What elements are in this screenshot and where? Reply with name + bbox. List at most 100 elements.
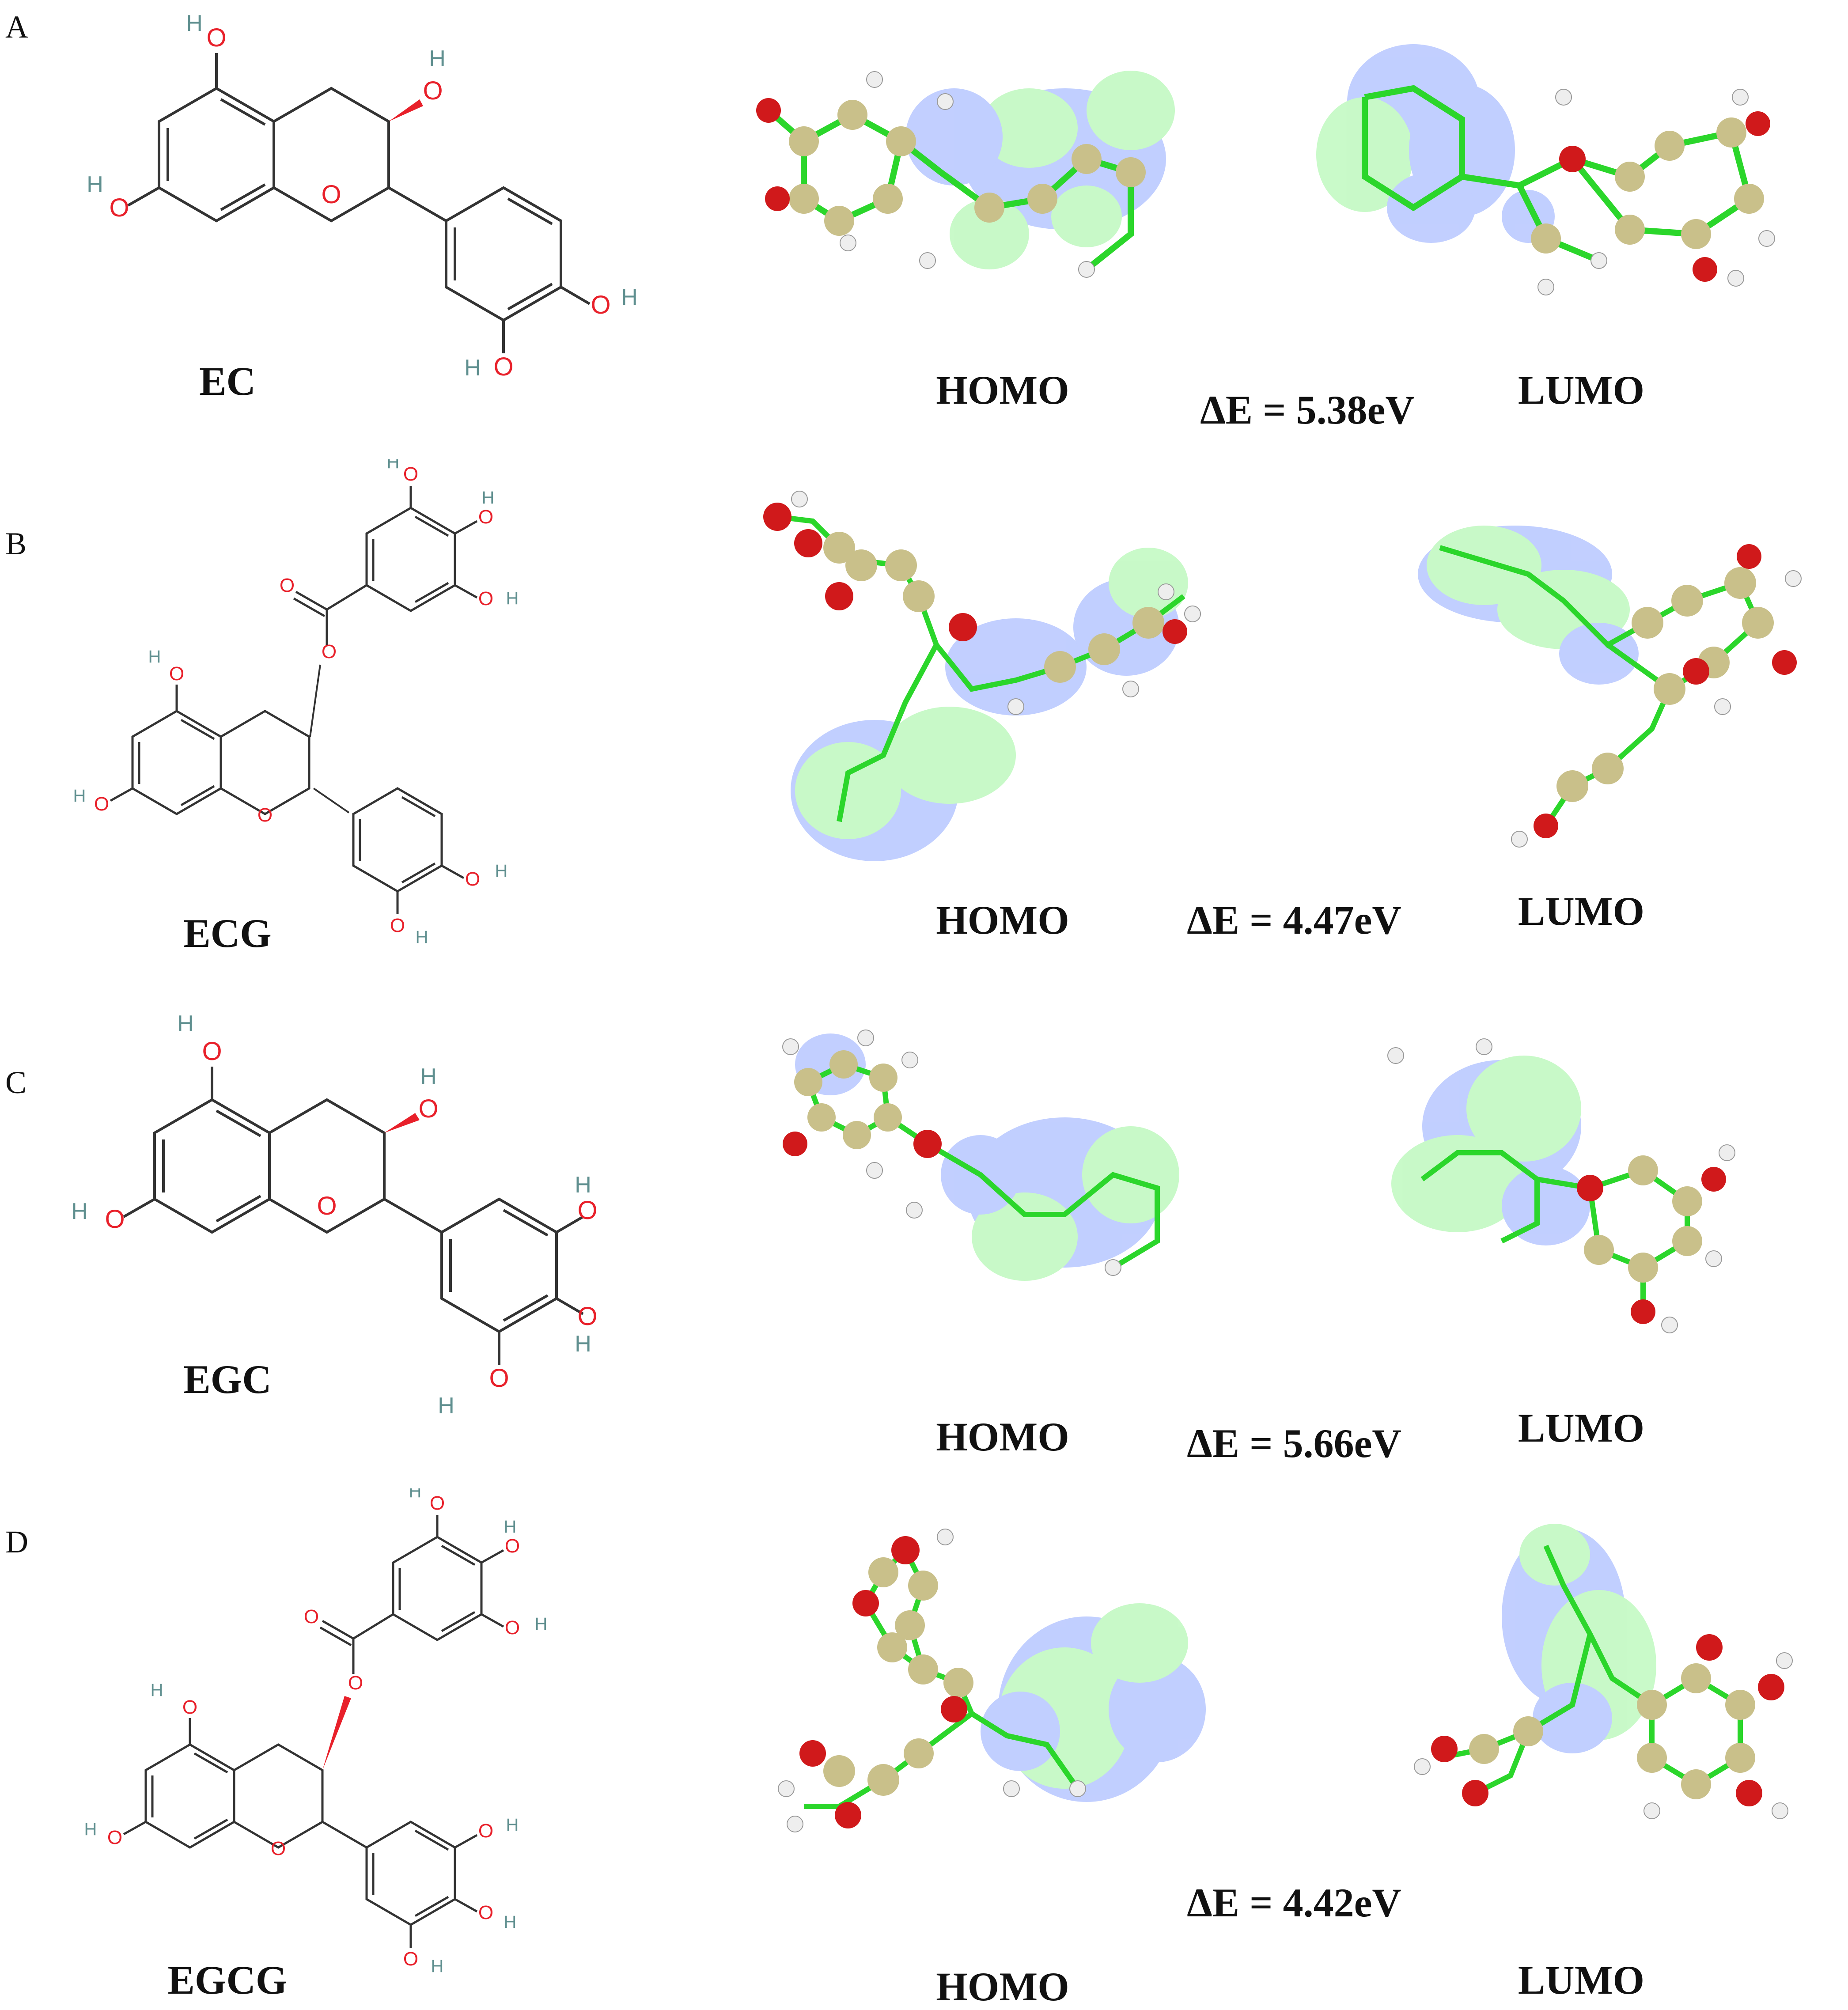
atom-label-h: H — [148, 647, 161, 666]
panel-c: C O H O H O O H O H O H O — [0, 972, 1848, 1480]
atom-label-o: O — [317, 1192, 337, 1220]
atom-label-o: O — [206, 23, 226, 52]
atom-label-o: O — [280, 575, 295, 596]
atom-label-o: O — [478, 588, 493, 609]
atom-label-h: H — [71, 1199, 88, 1224]
atom-label-o: O — [348, 1672, 363, 1694]
atom-label-h: H — [464, 355, 481, 380]
panel-letter: C — [5, 1065, 27, 1100]
atom-label-h: H — [387, 459, 400, 472]
energy-gap: ΔE = 5.66eV — [1187, 1421, 1401, 1466]
atom-label-o: O — [577, 1302, 596, 1331]
atom-label-o: O — [591, 291, 610, 319]
atom-label-h: H — [186, 11, 203, 36]
atom-label-h: H — [420, 1064, 437, 1090]
atom-label-o: O — [322, 641, 337, 662]
atom-label-o: O — [169, 663, 184, 685]
wedge-bond — [389, 99, 423, 121]
atom-label-h: H — [535, 1614, 548, 1634]
atom-label-o: O — [107, 1827, 122, 1848]
homo-label: HOMO — [936, 1414, 1069, 1459]
compound-name: EGC — [183, 1357, 272, 1402]
orbital-lobes — [905, 71, 1175, 269]
atom-label-h: H — [575, 1172, 591, 1198]
atom-label-o: O — [258, 804, 273, 826]
ring-a — [127, 53, 591, 353]
homo-orbital — [778, 1529, 1206, 1832]
panel-letter: A — [5, 9, 28, 45]
atom-label-o: O — [505, 1535, 520, 1557]
atom-label-o: O — [109, 193, 129, 222]
homo-label: HOMO — [936, 367, 1069, 413]
lumo-orbital — [1316, 44, 1775, 295]
lumo-label: LUMO — [1518, 889, 1645, 934]
homo-label: HOMO — [936, 1964, 1069, 2009]
homo-orbital — [756, 71, 1175, 278]
atom-label-o: O — [390, 915, 405, 936]
panel-letter: B — [5, 526, 27, 561]
ecg-structure: O H O H O H O O O H O O H O H O H — [73, 459, 519, 947]
atom-label-h: H — [438, 1393, 454, 1419]
atom-label-o: O — [321, 180, 341, 209]
atom-label-h: H — [429, 46, 446, 72]
atoms — [756, 71, 1146, 278]
lumo-label: LUMO — [1518, 1957, 1645, 2002]
atom-label-h: H — [575, 1331, 591, 1357]
atom-label-o: O — [94, 793, 109, 815]
atom-label-h: H — [177, 1011, 194, 1037]
atom-label-h: H — [409, 1488, 422, 1501]
lumo-orbital — [1418, 526, 1802, 848]
homo-orbital — [763, 491, 1201, 861]
atom-label-h: H — [504, 1517, 517, 1537]
atom-label-h: H — [416, 927, 428, 947]
homo-label: HOMO — [936, 897, 1069, 943]
lumo-label: LUMO — [1518, 1405, 1645, 1450]
energy-gap: ΔE = 5.38eV — [1200, 387, 1415, 432]
panel-d: D — [0, 1480, 1848, 2010]
atom-label-h: H — [506, 589, 519, 608]
lumo-orbital — [1387, 1038, 1735, 1333]
atom-label-h: H — [84, 1820, 97, 1839]
atom-label-o: O — [271, 1838, 286, 1859]
panel-letter: D — [5, 1524, 28, 1560]
compound-name: ECG — [183, 911, 272, 956]
atom-label-o: O — [182, 1696, 197, 1718]
atom-label-o: O — [202, 1037, 222, 1066]
atom-label-o: O — [478, 1902, 493, 1923]
orbital-lobes — [1316, 44, 1555, 243]
atom-label-h: H — [504, 1912, 517, 1932]
atom-label-h: H — [151, 1681, 163, 1700]
compound-name: EC — [199, 359, 256, 404]
atom-label-o: O — [493, 352, 513, 380]
atom-label-h: H — [87, 172, 103, 197]
energy-gap: ΔE = 4.47eV — [1187, 897, 1401, 943]
ec-structure: O H O H O O H O H O H — [87, 11, 638, 380]
atom-label-h: H — [431, 1957, 444, 1974]
lumo-orbital — [1414, 1524, 1793, 1819]
atom-label-h: H — [621, 284, 638, 310]
atoms — [1531, 89, 1775, 295]
atom-label-h: H — [73, 786, 86, 806]
atom-label-o: O — [304, 1606, 319, 1628]
lumo-label: LUMO — [1518, 367, 1645, 413]
atom-label-o: O — [577, 1196, 596, 1225]
panel-a: A O H O H O O H O H — [0, 0, 1848, 442]
atom-label-o: O — [465, 868, 480, 890]
egcg-structure: O H O H O H O O O H O O H O H O H O H — [84, 1488, 548, 1974]
panel-b: B — [0, 442, 1848, 972]
homo-orbital — [782, 1030, 1179, 1281]
atom-label-o: O — [403, 463, 418, 485]
atom-label-h: H — [482, 488, 495, 507]
atom-label-o: O — [478, 506, 493, 528]
compound-name: EGCG — [167, 1957, 288, 2002]
atom-label-o: O — [489, 1364, 509, 1393]
atom-label-o: O — [430, 1492, 445, 1514]
atom-label-h: H — [506, 1815, 519, 1835]
atom-label-h: H — [495, 861, 508, 881]
energy-gap: ΔE = 4.42eV — [1187, 1880, 1401, 1925]
atom-label-o: O — [418, 1094, 438, 1123]
atom-label-o: O — [403, 1948, 418, 1970]
atom-label-o: O — [505, 1617, 520, 1639]
atom-label-o: O — [423, 76, 443, 105]
atom-label-o: O — [478, 1820, 493, 1842]
